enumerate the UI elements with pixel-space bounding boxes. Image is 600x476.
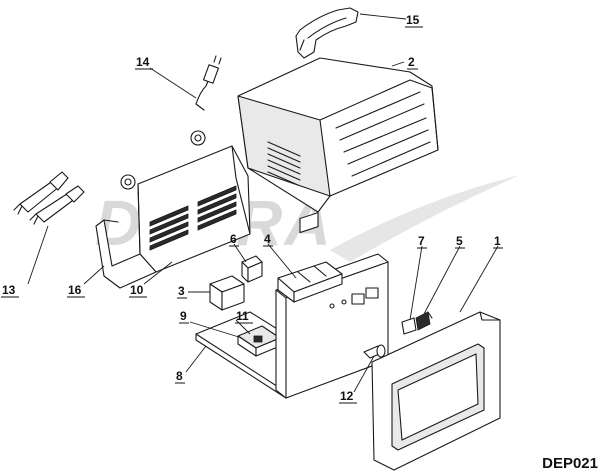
callout-2: 2 xyxy=(407,55,418,70)
svg-text:11: 11 xyxy=(236,309,249,323)
callout-15: 15 xyxy=(405,13,423,28)
clamps-part xyxy=(13,171,85,225)
watermark-swoosh xyxy=(330,175,520,262)
svg-text:4: 4 xyxy=(264,232,271,246)
svg-text:16: 16 xyxy=(68,283,82,297)
handle-part xyxy=(295,7,359,59)
svg-text:7: 7 xyxy=(418,234,425,248)
svg-text:15: 15 xyxy=(406,13,420,27)
callout-5: 5 xyxy=(455,234,465,249)
callout-6: 6 xyxy=(229,232,239,247)
transformer-part xyxy=(237,325,281,357)
callout-7: 7 xyxy=(417,234,427,249)
callout-3: 3 xyxy=(177,284,187,299)
capacitor-part xyxy=(241,255,263,283)
bracket-part xyxy=(95,219,157,289)
svg-text:14: 14 xyxy=(136,55,150,69)
front-frame-part xyxy=(371,311,501,471)
svg-text:5: 5 xyxy=(456,234,463,248)
svg-text:9: 9 xyxy=(180,309,187,323)
svg-text:8: 8 xyxy=(176,369,183,383)
cable-gland-parts xyxy=(120,130,206,190)
callout-12: 12 xyxy=(339,389,357,404)
svg-text:1: 1 xyxy=(494,234,501,248)
knob-part xyxy=(363,344,386,359)
callout-13: 13 xyxy=(1,283,19,298)
switch-parts xyxy=(401,311,433,335)
model-code: DEP021 xyxy=(542,455,598,472)
power-cord-part xyxy=(195,55,222,111)
svg-text:3: 3 xyxy=(178,284,185,298)
svg-text:2: 2 xyxy=(408,55,415,69)
callout-9: 9 xyxy=(179,309,189,324)
cover-part xyxy=(237,57,439,213)
leader-lines xyxy=(27,13,499,393)
svg-text:13: 13 xyxy=(2,283,16,297)
callout-4: 4 xyxy=(263,232,273,247)
callout-1: 1 xyxy=(493,234,503,249)
callout-14: 14 xyxy=(135,55,153,70)
relay-part xyxy=(209,275,245,311)
svg-text:6: 6 xyxy=(230,232,237,246)
terminal-block-part xyxy=(277,261,343,303)
callout-11: 11 xyxy=(235,309,253,324)
callout-10: 10 xyxy=(129,283,147,298)
svg-text:12: 12 xyxy=(340,389,354,403)
callout-8: 8 xyxy=(175,369,185,384)
callout-16: 16 xyxy=(67,283,85,298)
svg-text:10: 10 xyxy=(130,283,144,297)
back-panel-part xyxy=(137,145,251,273)
